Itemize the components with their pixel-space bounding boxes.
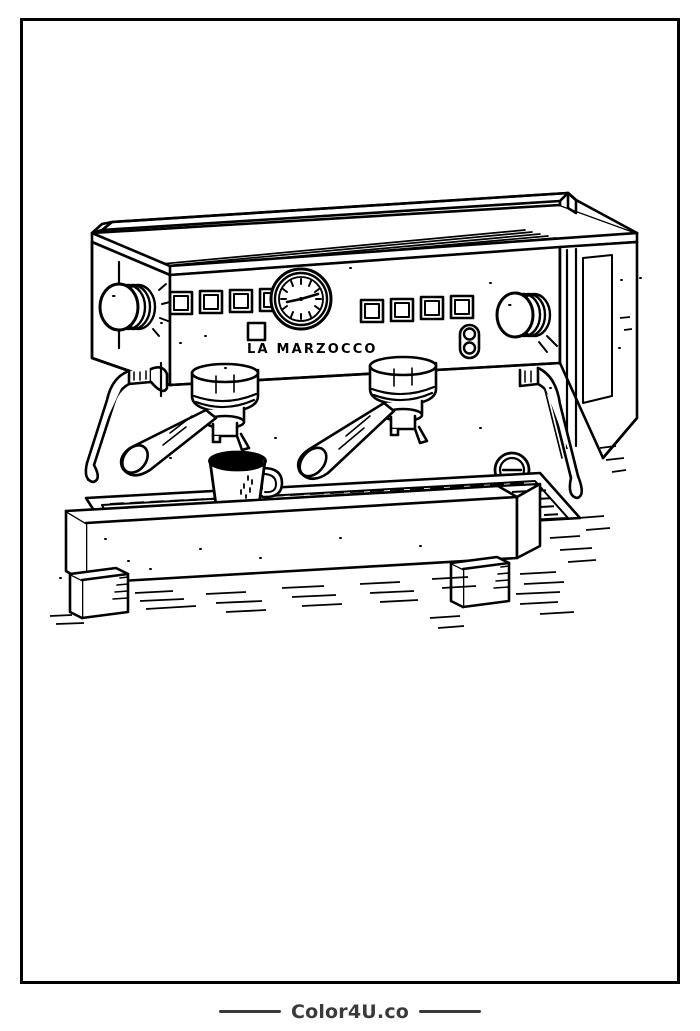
right-portafilter-handle[interactable] (294, 401, 396, 481)
panel-speckles (160, 267, 492, 344)
panel-button (359, 298, 385, 324)
indicator-lights (458, 323, 481, 360)
pressure-gauge (269, 267, 333, 331)
footer-rule-left (218, 1010, 281, 1013)
brand-wordmark: LA MARZOCCO (247, 342, 378, 357)
espresso-machine-illustration: LA MARZOCCO (49, 191, 642, 629)
left-button-group[interactable] (168, 287, 284, 316)
watermark-text: Color4U.co (290, 1000, 410, 1023)
left-steam-knob[interactable] (98, 260, 171, 350)
right-steam-knob[interactable] (495, 291, 558, 353)
footer-rule-right (419, 1010, 482, 1013)
gauge-needle-short (285, 297, 303, 304)
background-speckles (59, 277, 642, 579)
panel-button (419, 295, 445, 321)
small-square-button[interactable] (246, 321, 267, 342)
artwork-area: LA MARZOCCO (20, 18, 680, 984)
panel-button (449, 294, 475, 320)
coffee-cup (208, 450, 284, 511)
right-group-head (368, 355, 438, 445)
right-steam-wand (518, 366, 584, 500)
ground-shadow (49, 316, 633, 629)
panel-button (389, 297, 415, 323)
left-portafilter-handle[interactable] (117, 408, 218, 478)
panel-button (228, 288, 254, 314)
panel-button (168, 290, 194, 316)
footer-watermark: Color4U.co (0, 992, 700, 1031)
right-button-group[interactable] (359, 294, 475, 324)
panel-button (198, 289, 224, 315)
right-side-panel (558, 191, 639, 460)
left-group-head (190, 362, 260, 452)
left-steam-wand (84, 361, 169, 484)
gauge-needle (299, 292, 320, 301)
machine-legs (68, 555, 511, 620)
machine-base (64, 482, 542, 585)
gauge-ticks (280, 278, 322, 320)
